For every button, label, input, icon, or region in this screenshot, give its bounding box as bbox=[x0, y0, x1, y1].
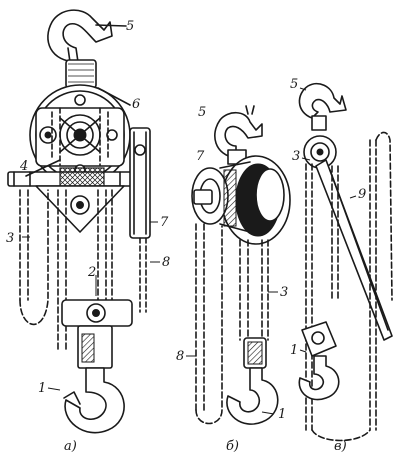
callout-c-9: 9 bbox=[358, 187, 366, 202]
figure-a-center-chains bbox=[57, 189, 113, 351]
callout-a-1: 1 bbox=[38, 381, 46, 396]
callout-b-8: 8 bbox=[176, 349, 184, 364]
figure-c-callouts: 5 3 9 1 bbox=[290, 77, 366, 358]
figure-captions: а) б) в) bbox=[64, 439, 347, 454]
figure-b-callouts: 5 7 8 3 1 bbox=[176, 105, 288, 422]
figure-a-bottom-block bbox=[61, 299, 133, 369]
figure-b-load-chain bbox=[239, 239, 269, 341]
callout-a-3: 3 bbox=[6, 231, 14, 246]
callout-a-5: 5 bbox=[126, 19, 134, 34]
figure-b-housing bbox=[191, 155, 291, 245]
callout-a-7: 7 bbox=[160, 215, 169, 230]
callout-a-8: 8 bbox=[162, 255, 170, 270]
callout-b-7: 7 bbox=[196, 149, 205, 164]
figure-a-hoist bbox=[7, 9, 160, 434]
figure-a-hand-chain bbox=[139, 237, 147, 313]
caption-b: б) bbox=[226, 439, 239, 454]
figure-a-internal-chain bbox=[51, 107, 109, 166]
figure-b-hand-chain bbox=[195, 223, 223, 425]
callout-a-4: 4 bbox=[19, 159, 28, 174]
callout-a-6: 6 bbox=[132, 97, 140, 112]
callout-c-1: 1 bbox=[290, 343, 298, 358]
figure-c-top-hook bbox=[298, 82, 347, 131]
callout-b-3: 3 bbox=[280, 285, 288, 300]
callout-a-2: 2 bbox=[87, 265, 96, 280]
figure-a-callouts: 5 6 4 3 2 7 8 1 bbox=[6, 19, 170, 396]
figure-c-leaders bbox=[299, 87, 357, 353]
caption-a: а) bbox=[64, 439, 77, 454]
callout-b-5: 5 bbox=[198, 105, 206, 120]
figure-c-bottom-hook bbox=[298, 321, 340, 401]
figure-b-leaders bbox=[186, 291, 278, 415]
figure-b-hoist bbox=[186, 105, 291, 425]
figure-b-bottom-hook bbox=[226, 337, 279, 425]
figure-a-bottom-hook bbox=[63, 367, 125, 434]
figure-c-lever bbox=[315, 159, 393, 341]
figure-a-top-hook bbox=[47, 9, 127, 89]
figure-a-hand-wheel bbox=[129, 127, 151, 239]
caption-c: в) bbox=[334, 439, 347, 454]
figure-a-left-chain bbox=[19, 189, 49, 326]
callout-c-5: 5 bbox=[290, 77, 298, 92]
callout-c-3: 3 bbox=[292, 149, 300, 164]
callout-b-1: 1 bbox=[278, 407, 286, 422]
figure-a-frame bbox=[7, 159, 149, 233]
figure-c-hoist bbox=[298, 82, 393, 442]
figure-a-leaders bbox=[22, 221, 160, 391]
